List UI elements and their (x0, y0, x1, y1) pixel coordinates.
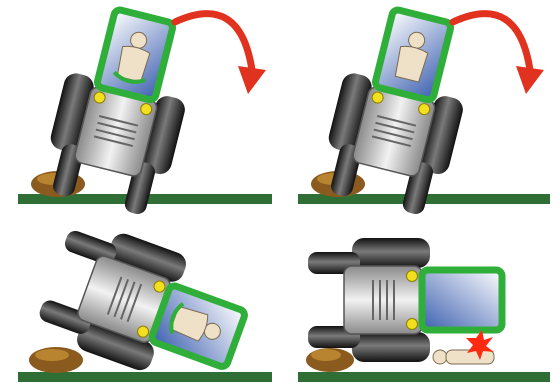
ground-line (298, 372, 550, 382)
panel-overturned-nobelt (298, 238, 550, 382)
ground-line (18, 372, 272, 382)
tractor-icon (316, 1, 483, 219)
panel-tilt-belt (18, 1, 272, 219)
rock-icon (306, 348, 354, 372)
rotation-arrow-icon (453, 14, 544, 94)
panel-tilt-nobelt (298, 1, 550, 219)
operator-icon (374, 9, 452, 101)
panel-overturned-belt (18, 215, 272, 383)
operator-icon (433, 350, 494, 364)
rock-icon (29, 347, 83, 373)
rotation-arrow-icon (175, 14, 266, 94)
operator-icon (96, 9, 174, 101)
operator-icon (150, 284, 246, 368)
tractor-icon (38, 1, 205, 219)
